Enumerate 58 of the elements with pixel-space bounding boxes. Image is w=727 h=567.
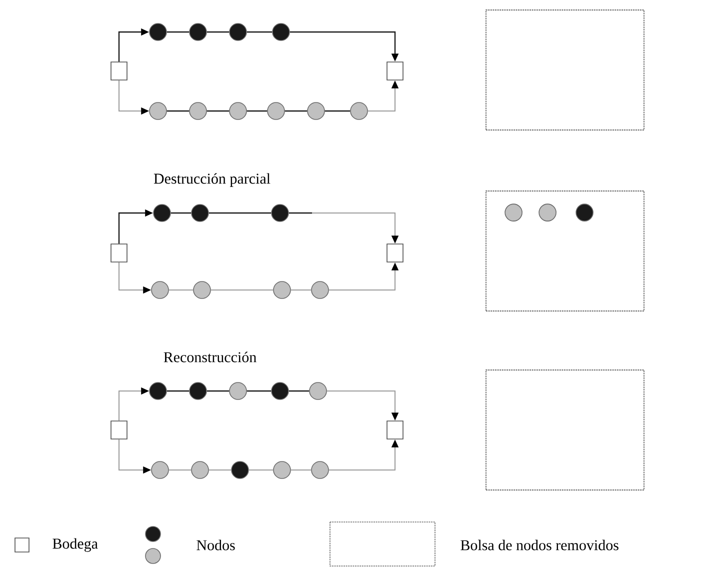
removed-nodes-bag bbox=[486, 370, 644, 490]
depot-square bbox=[110, 420, 128, 440]
removed-nodes-bag bbox=[486, 190, 644, 312]
node-circle bbox=[149, 382, 167, 400]
removed-nodes-bag bbox=[486, 10, 644, 130]
connector bbox=[324, 110, 350, 112]
node-circle bbox=[350, 102, 368, 120]
node-circle bbox=[189, 102, 207, 120]
node-circle bbox=[271, 382, 289, 400]
node-circle bbox=[231, 461, 249, 479]
connector bbox=[206, 31, 230, 33]
node-circle bbox=[272, 23, 290, 41]
node-circle bbox=[189, 23, 207, 41]
node-circle bbox=[576, 204, 594, 222]
panel-title: Destrucción parcial bbox=[154, 173, 270, 187]
legend-label: Nodos bbox=[196, 540, 235, 550]
depot-square bbox=[386, 62, 404, 80]
connector bbox=[170, 212, 192, 214]
connector bbox=[284, 110, 308, 112]
node-circle bbox=[504, 204, 522, 222]
connector bbox=[166, 110, 190, 112]
connector bbox=[208, 212, 272, 214]
node-circle bbox=[153, 204, 171, 222]
node-circle bbox=[191, 204, 209, 222]
node-circle bbox=[271, 204, 289, 222]
legend-label: Bodega bbox=[52, 538, 98, 552]
node-circle bbox=[307, 102, 325, 120]
node-circle bbox=[538, 204, 556, 222]
node-circle bbox=[149, 23, 167, 41]
panel-title: Reconstrucción bbox=[164, 352, 256, 362]
connector bbox=[246, 390, 272, 392]
node-circle bbox=[149, 102, 167, 120]
connector bbox=[246, 110, 268, 112]
connector bbox=[166, 31, 190, 33]
connector bbox=[206, 110, 230, 112]
connector bbox=[166, 390, 190, 392]
legend-label: Bolsa de nodos removidos bbox=[460, 540, 618, 550]
depot-square bbox=[110, 244, 128, 262]
connector bbox=[206, 390, 230, 392]
node-circle bbox=[267, 102, 285, 120]
node-circle bbox=[193, 281, 211, 299]
depot-square bbox=[386, 244, 404, 262]
node-circle bbox=[229, 102, 247, 120]
node-circle bbox=[273, 281, 291, 299]
node-circle bbox=[189, 382, 207, 400]
node-circle bbox=[309, 382, 327, 400]
node-circle bbox=[151, 281, 169, 299]
node-circle bbox=[151, 461, 169, 479]
connector bbox=[246, 31, 272, 33]
node-circle bbox=[273, 461, 291, 479]
node-circle bbox=[311, 281, 329, 299]
node-circle bbox=[229, 382, 247, 400]
node-circle bbox=[229, 23, 247, 41]
depot-square bbox=[110, 62, 128, 80]
node-circle bbox=[191, 461, 209, 479]
connector bbox=[288, 390, 310, 392]
depot-square bbox=[386, 420, 404, 440]
node-circle bbox=[311, 461, 329, 479]
